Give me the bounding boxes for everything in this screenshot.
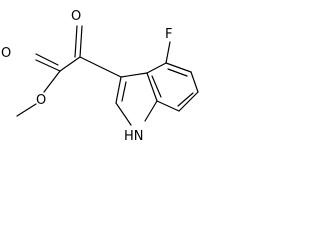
ketone-oxygen-label: O xyxy=(71,9,81,24)
ester-oxygen-label: O xyxy=(36,93,46,108)
bond-c7-c7a xyxy=(156,100,180,112)
bond-c7a-c3a xyxy=(146,72,158,102)
ester-c-o-bond xyxy=(35,59,61,72)
methoxy-o-ch3 xyxy=(16,103,37,117)
double-bond-c7a-c3a-inner xyxy=(151,75,162,98)
fluorine-atom-label: F xyxy=(165,27,172,42)
glyoxylate-side-chain xyxy=(16,25,122,117)
nh-label: HN xyxy=(124,129,144,144)
molecule-structure-diagram: F O O O HN xyxy=(1,9,199,144)
double-bond-c3-c2-inner xyxy=(121,81,127,102)
bond-c4-f xyxy=(165,41,171,64)
bond-c3-ketone-carbon xyxy=(79,56,122,78)
ester-c-o-double xyxy=(35,53,59,66)
bond-n1-c7a xyxy=(144,100,158,122)
bond-c3-c2 xyxy=(115,76,122,104)
pyrrole-ring xyxy=(115,72,158,126)
bond-c2-n1 xyxy=(115,102,132,126)
bond-c3a-c4 xyxy=(146,62,167,74)
double-bond-c6-c7-inner xyxy=(177,92,194,107)
nh-n-label: N xyxy=(134,129,144,144)
bond-c6-c7 xyxy=(178,91,199,112)
double-bond-c4-c5-inner xyxy=(167,68,188,77)
ketone-c-o-bond xyxy=(79,25,83,58)
nh-h-label: H xyxy=(124,129,134,144)
benzene-ring xyxy=(146,62,199,112)
carbonyl-oxygen-label: O xyxy=(1,46,11,61)
bond-c5-c6 xyxy=(190,71,199,93)
ester-c-o-single xyxy=(43,70,61,93)
bond-c3a-c3 xyxy=(120,72,148,78)
bond-ketone-ester-carbon xyxy=(59,56,81,72)
ketone-c-o-double xyxy=(74,25,78,58)
bond-c4-c5 xyxy=(165,62,192,73)
